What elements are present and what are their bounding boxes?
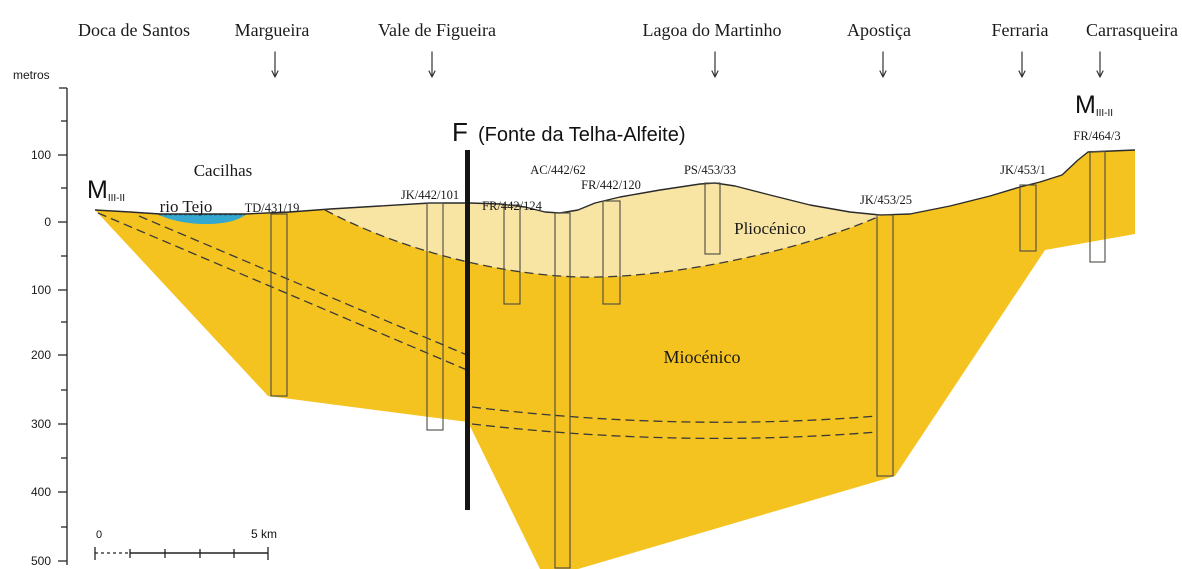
location-ferraria: Ferraria bbox=[992, 20, 1049, 40]
river-water bbox=[157, 213, 247, 224]
marker-m-iii-ii-left: MIII-II bbox=[87, 176, 125, 204]
scale-bar-ticks bbox=[94, 547, 269, 560]
well-column bbox=[876, 214, 894, 477]
well-column bbox=[602, 200, 621, 305]
arrow-down-icon bbox=[711, 51, 719, 78]
axis-unit-label: metros bbox=[13, 68, 50, 82]
marker-m-iii-ii-right: MIII-II bbox=[1075, 91, 1113, 119]
arrow-down-icon bbox=[271, 51, 279, 78]
location-apostica: Apostiça bbox=[847, 20, 911, 40]
dashed-horizon-right-lower bbox=[471, 423, 878, 440]
town-label: Cacilhas bbox=[194, 161, 253, 180]
arrow-down-icon bbox=[1096, 51, 1104, 78]
well-column bbox=[1019, 184, 1037, 252]
well-column bbox=[426, 202, 444, 431]
well-fr-442-124: FR/442/124 bbox=[482, 199, 543, 305]
pliocene-label: Pliocénico bbox=[734, 219, 806, 238]
marker-main-letter: M bbox=[1075, 91, 1096, 119]
well-column bbox=[1089, 150, 1106, 263]
well-label: JK/453/1 bbox=[1000, 163, 1046, 177]
well-jk-453-1: JK/453/1 bbox=[1000, 163, 1046, 252]
miocene-unit bbox=[95, 150, 1135, 569]
fault-name: (Fonte da Telha-Alfeite) bbox=[478, 124, 686, 146]
y-axis-ticks bbox=[58, 87, 67, 562]
well-ac-442-62: AC/442/62 bbox=[530, 163, 586, 569]
well-label: FR/442/120 bbox=[581, 178, 641, 192]
dashed-horizon-right-upper bbox=[471, 406, 878, 423]
well-ps-453-33: PS/453/33 bbox=[684, 163, 736, 255]
dashed-horizon-left-lower bbox=[97, 212, 468, 371]
location-vale-de-figueira: Vale de Figueira bbox=[378, 20, 496, 40]
fault-line bbox=[465, 150, 470, 510]
location-doca-de-santos: Doca de Santos bbox=[78, 20, 190, 40]
y-tick-label: 0 bbox=[44, 215, 51, 229]
marker-subscript: III-II bbox=[108, 193, 125, 204]
well-jk-453-25: JK/453/25 bbox=[860, 193, 912, 477]
y-tick-label: 300 bbox=[31, 417, 51, 431]
scale-bar-end-label: 5 km bbox=[251, 527, 277, 541]
well-fr-464-3: FR/464/3 bbox=[1073, 129, 1121, 263]
fault-letter: F bbox=[452, 117, 468, 147]
well-label: JK/442/101 bbox=[401, 188, 459, 202]
well-column bbox=[270, 213, 288, 397]
location-lagoa-do-martinho: Lagoa do Martinho bbox=[643, 20, 782, 40]
river-label: rio Tejo bbox=[160, 197, 213, 216]
well-label: TD/431/19 bbox=[245, 201, 300, 215]
well-label: PS/453/33 bbox=[684, 163, 736, 177]
well-label: AC/442/62 bbox=[530, 163, 586, 177]
scale-bar-start-label: 0 bbox=[96, 529, 102, 541]
y-tick-label: 400 bbox=[31, 485, 51, 499]
well-label: FR/442/124 bbox=[482, 199, 542, 213]
y-tick-label: 100 bbox=[31, 283, 51, 297]
dashed-horizon-left-upper bbox=[138, 215, 468, 356]
pliocene-base-contact bbox=[324, 209, 881, 278]
y-tick-label: 500 bbox=[31, 554, 51, 568]
location-margueira: Margueira bbox=[235, 20, 310, 40]
well-td-431-19: TD/431/19 bbox=[245, 201, 300, 397]
well-jk-442-101: JK/442/101 bbox=[401, 188, 459, 431]
y-tick-label: 200 bbox=[31, 348, 51, 362]
arrow-down-icon bbox=[1018, 51, 1026, 78]
well-label: JK/453/25 bbox=[860, 193, 912, 207]
marker-subscript: III-II bbox=[1096, 108, 1113, 119]
arrow-down-icon bbox=[879, 51, 887, 78]
y-tick-label: 100 bbox=[31, 148, 51, 162]
marker-main-letter: M bbox=[87, 176, 108, 204]
scale-bar: 0 5 km bbox=[94, 527, 277, 560]
well-fr-442-120: FR/442/120 bbox=[581, 178, 641, 305]
ground-surface-line bbox=[94, 149, 1136, 216]
well-label: FR/464/3 bbox=[1073, 129, 1120, 143]
well-column bbox=[554, 212, 571, 569]
location-carrasqueira: Carrasqueira bbox=[1086, 20, 1178, 40]
miocene-label: Miocénico bbox=[664, 347, 741, 367]
arrow-down-icon bbox=[428, 51, 436, 78]
well-column bbox=[503, 204, 521, 305]
well-column bbox=[704, 182, 721, 255]
